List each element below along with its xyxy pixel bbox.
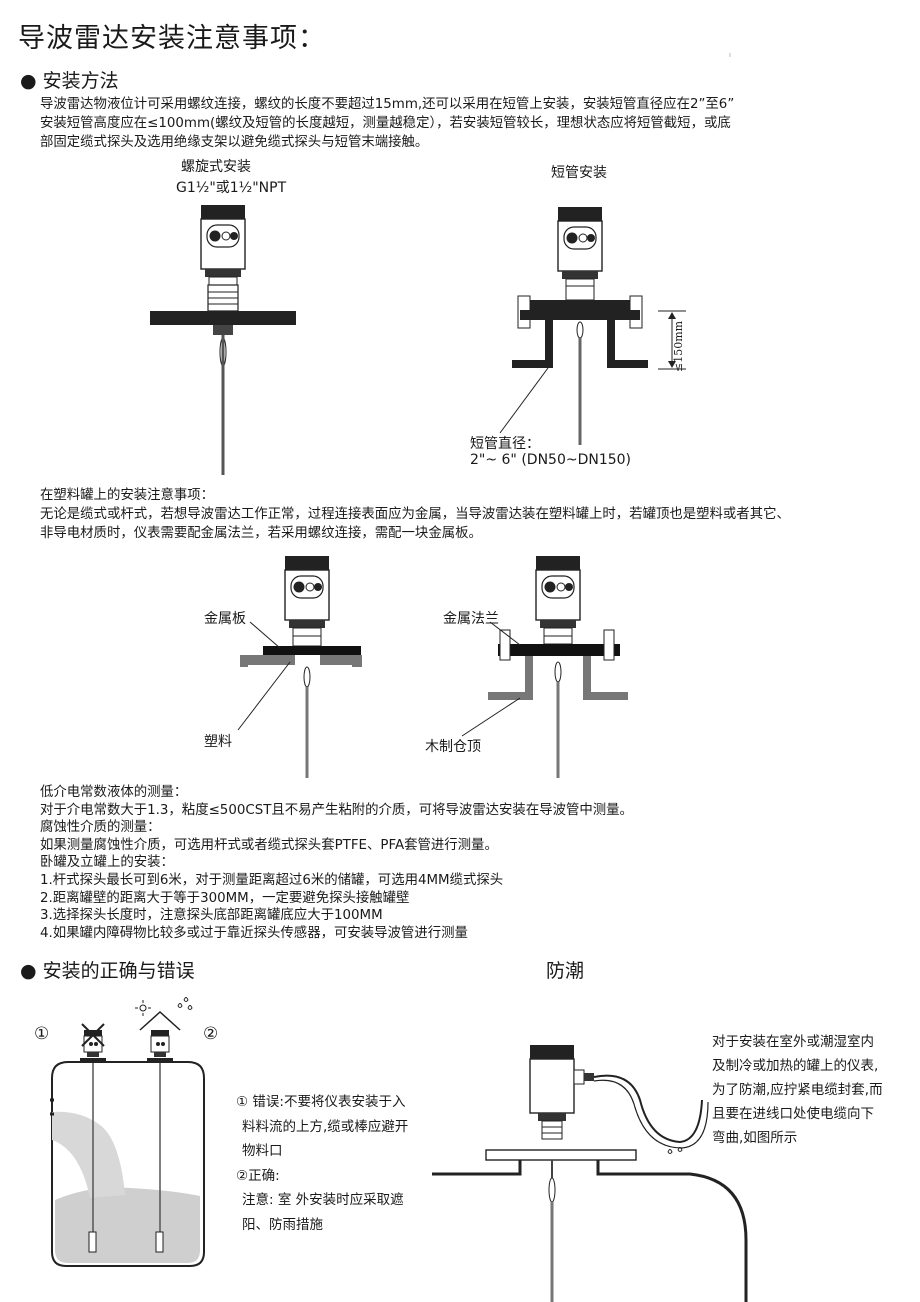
bullet-icon: ● <box>20 960 37 982</box>
nozzle-install-diagram <box>499 206 686 445</box>
explanation-line: ②正确: <box>236 1167 280 1184</box>
explanation-line: 注意: 室 外安装时应采取遮 <box>242 1192 404 1208</box>
notes-line: 卧罐及立罐上的安装： <box>40 855 174 871</box>
explanation-line: ① 错误:不要将仪表安装于入 <box>236 1094 406 1110</box>
moisture-diagram <box>432 1045 748 1302</box>
plastic-label: 塑料 <box>204 734 232 750</box>
explanation-line: 阳、防雨措施 <box>242 1216 323 1233</box>
nozzle-install-caption: 短管安装 <box>551 165 607 181</box>
marker-right: ② <box>203 1024 219 1044</box>
notes-line: 如果测量腐蚀性介质，可选用杆式或者缆式探头套PTFE、PFA套管进行测量。 <box>40 837 498 853</box>
paragraph-line: 部固定缆式探头及选用绝缘支架以避免缆式探头与短管末端接触。 <box>40 135 429 150</box>
paragraph-line: 导波雷达物液位计可采用螺纹连接，螺纹的长度不要超过15mm,还可以采用在短管上安… <box>40 97 735 112</box>
paragraph-line: 非导电材质时，仪表需要配金属法兰，若采用螺纹连接，需配一块金属板。 <box>40 526 482 541</box>
explanation-line: 物料口 <box>242 1143 283 1159</box>
thread-install-diagram <box>150 204 296 475</box>
paragraph-line: 安装短管高度应在≤100mm(螺纹及短管的长度越短，测量越稳定），若安装短管较长… <box>40 116 731 131</box>
thread-spec-caption: G1½"或1½"NPT <box>176 180 287 196</box>
right-wrong-explanation: ① 错误:不要将仪表安装于入 料料流的上方,缆或棒应避开 物料口 ②正确: 注意… <box>236 1090 408 1237</box>
measurement-notes: 低介电常数液体的测量： 对于介电常数大于1.3，粘度≤500CST且不易产生粘附… <box>40 784 633 942</box>
explanation-line: 及制冷或加热的罐上的仪表, <box>712 1058 879 1074</box>
explanation-line: 为了防潮,应拧紧电缆封套,而 <box>712 1082 883 1098</box>
wood-roof-label: 木制仓顶 <box>425 739 481 755</box>
right-wrong-diagram <box>50 997 205 1267</box>
notes-line: 1.杆式探头最长可到6米，对于测量距离超过6米的储罐，可选用4MM缆式探头 <box>40 872 504 888</box>
notes-line: 腐蚀性介质的测量： <box>40 820 161 836</box>
metal-plate-label: 金属板 <box>204 611 246 627</box>
rain-icon <box>177 997 193 1010</box>
bullet-icon: ● <box>20 70 37 92</box>
heading-text: 安装方法 <box>42 70 119 92</box>
explanation-line: 且要在进线口处使电缆向下 <box>712 1106 874 1122</box>
nozzle-diameter-label: 短管直径： <box>470 436 540 452</box>
notes-line: 3.选择探头长度时，注意探头底部距离罐底应大于100MM <box>40 908 383 924</box>
section-right-wrong-heading: ● 安装的正确与错误 <box>20 956 195 983</box>
explanation-line: 对于安装在室外或潮湿室内 <box>712 1034 874 1050</box>
metal-flange-label: 金属法兰 <box>443 611 499 627</box>
paragraph-line: 在塑料罐上的安装注意事项： <box>40 488 215 503</box>
sun-icon <box>135 1000 151 1016</box>
metal-plate-diagram <box>237 555 362 778</box>
thread-install-caption: 螺旋式安装 <box>181 159 251 175</box>
explanation-line: 料料流的上方,缆或棒应避开 <box>242 1118 409 1135</box>
explanation-line: 弯曲,如图所示 <box>712 1130 798 1146</box>
paragraph-line: 无论是缆式或杆式，若想导波雷达工作正常，过程连接表面应为金属，当导波雷达装在塑料… <box>40 507 790 522</box>
marker-wrong: ① <box>34 1024 50 1044</box>
notes-line: 2.距离罐壁的距离大于等于300MM，一定要避免探头接触罐壁 <box>40 890 410 906</box>
notes-line: 对于介电常数大于1.3，粘度≤500CST且不易产生粘附的介质，可将导波雷达安装… <box>40 802 633 818</box>
nozzle-diameter-range: 2"~ 6" (DN50~DN150) <box>470 452 632 468</box>
page-title: 导波雷达安装注意事项： <box>18 23 326 54</box>
plastic-tank-paragraph: 在塑料罐上的安装注意事项： 无论是缆式或杆式，若想导波雷达工作正常，过程连接表面… <box>40 486 790 543</box>
notes-line: 低介电常数液体的测量： <box>40 785 188 800</box>
section-install-method-heading: ● 安装方法 <box>20 66 119 93</box>
moisture-explanation: 对于安装在室外或潮湿室内 及制冷或加热的罐上的仪表, 为了防潮,应拧紧电缆封套,… <box>712 1030 883 1150</box>
install-method-paragraph: 导波雷达物液位计可采用螺纹连接，螺纹的长度不要超过15mm,还可以采用在短管上安… <box>40 95 734 152</box>
notes-line: 4.如果罐内障碍物比较多或过于靠近探头传感器，可安装导波管进行测量 <box>40 925 468 941</box>
heading-text: 安装的正确与错误 <box>42 960 195 982</box>
section-moisture-heading: 防潮 <box>546 960 585 982</box>
metal-flange-diagram <box>461 555 628 778</box>
